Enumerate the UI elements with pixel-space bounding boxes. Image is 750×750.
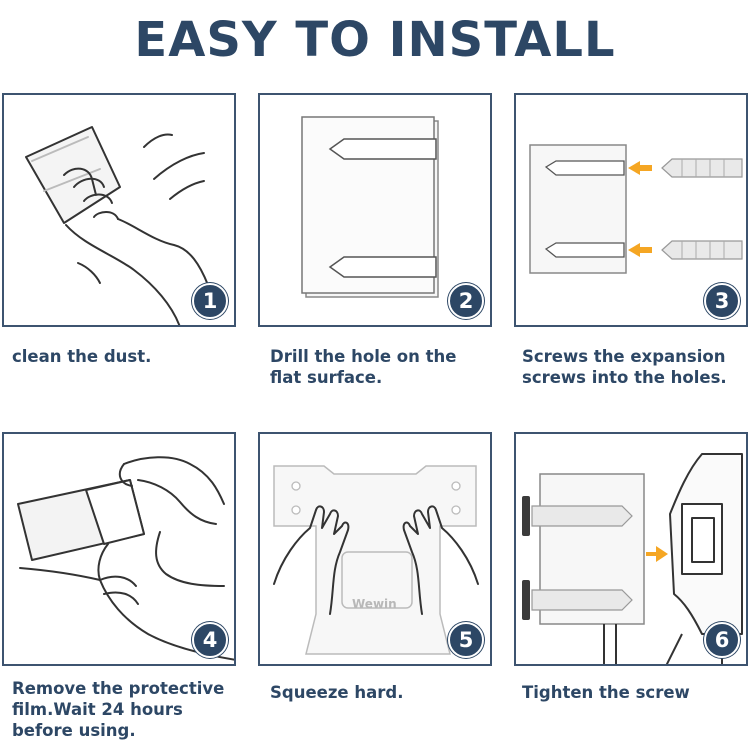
drilled-wall-icon	[301, 116, 439, 298]
step-6-badge: 6	[704, 622, 740, 658]
step-1-badge: 1	[192, 283, 228, 319]
step-5-badge: 5	[448, 622, 484, 658]
page-title: EASY TO INSTALL	[134, 12, 616, 68]
mount-bracket-icon	[522, 453, 743, 664]
peel-film-icon	[17, 456, 234, 661]
step-2-caption: Drill the hole on the flat surface.	[270, 347, 457, 387]
step-5-caption: Squeeze hard.	[270, 683, 404, 702]
step-5-panel: Wewin 5	[258, 432, 492, 666]
step-2-badge: 2	[448, 283, 484, 319]
step-6-caption: Tighten the screw	[522, 683, 690, 702]
hand-wiping-cloth-icon	[25, 126, 209, 325]
step-3-badge: 3	[704, 283, 740, 319]
step-4-caption: Remove the protective film.Wait 24 hours…	[12, 679, 225, 740]
step-3-panel: 3	[514, 93, 748, 327]
press-mount-icon: Wewin	[273, 465, 479, 655]
step-4-badge: 4	[192, 622, 228, 658]
step-1-panel: 1	[2, 93, 236, 327]
step-4-panel: 4	[2, 432, 236, 666]
expansion-screw-icon	[529, 144, 743, 274]
product-brand-label: Wewin	[352, 597, 397, 611]
step-6-panel: 6	[514, 432, 748, 666]
step-3-caption: Screws the expansion screws into the hol…	[522, 347, 727, 387]
step-2-panel: 2	[258, 93, 492, 327]
step-1-caption: clean the dust.	[12, 347, 152, 366]
